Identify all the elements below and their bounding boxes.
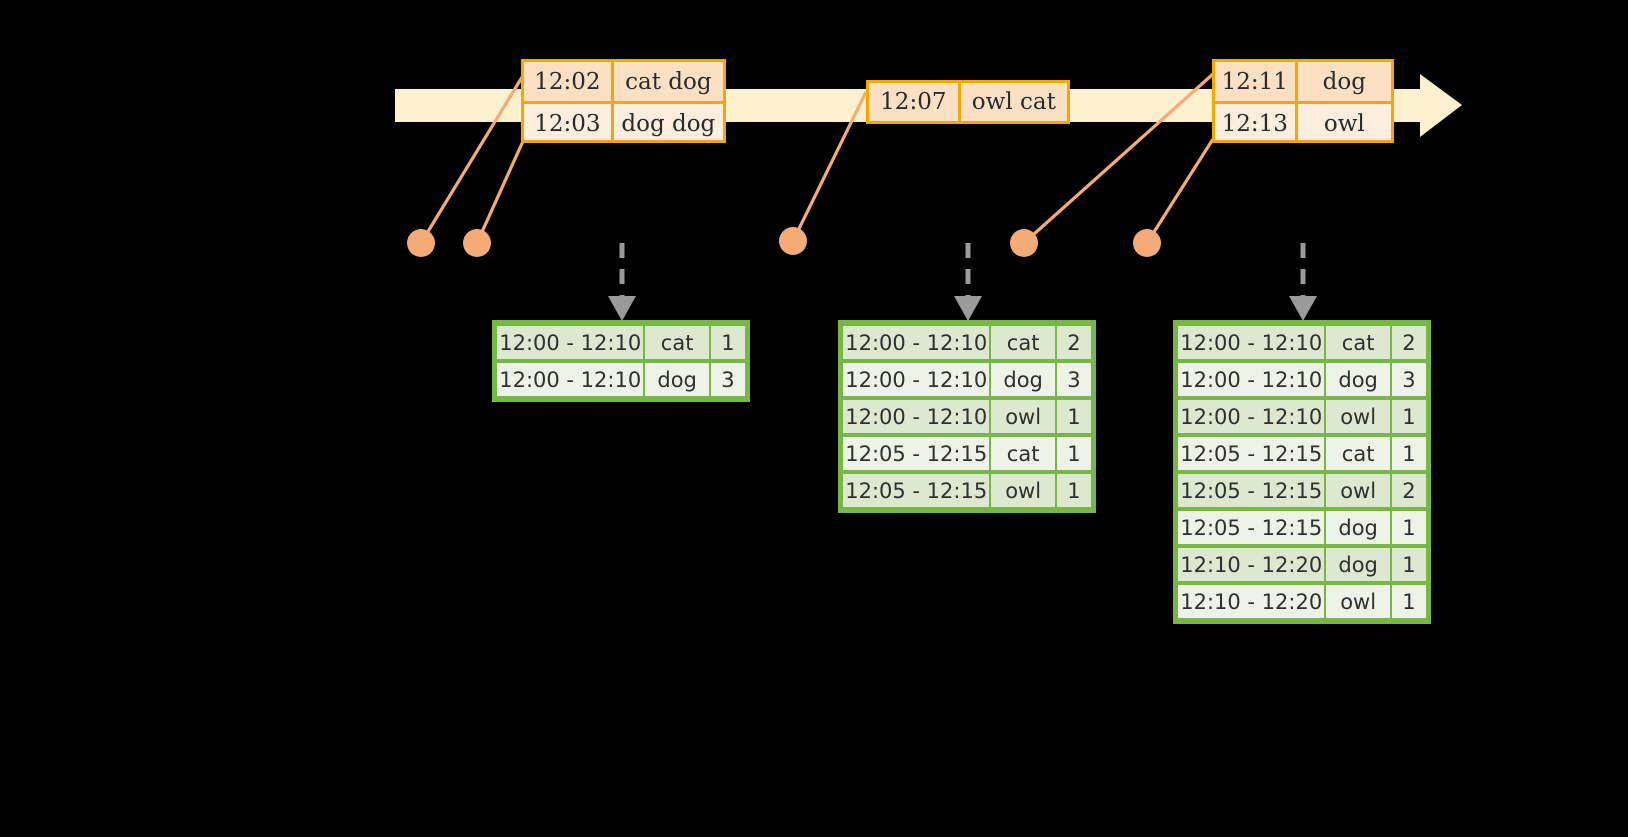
cell-count: 1 [1056, 474, 1091, 507]
cell-key: cat [1326, 437, 1390, 470]
event-marker-1 [407, 229, 435, 257]
cell-window-range: 12:05 - 12:15 [843, 474, 990, 507]
event-marker-2 [463, 229, 491, 257]
cell-window-range: 12:10 - 12:20 [1178, 585, 1325, 618]
event-box-1[interactable]: 12:02 cat dog 12:03 dog dog [521, 59, 726, 143]
cell-window-range: 12:00 - 12:10 [843, 400, 990, 433]
cell-count: 2 [1391, 474, 1426, 507]
cell-key: cat [991, 326, 1055, 359]
cell-window-range: 12:00 - 12:10 [497, 363, 644, 396]
event-marker-4 [1010, 229, 1038, 257]
cell-key: owl [1326, 474, 1390, 507]
event-marker-3 [779, 227, 807, 255]
event-row[interactable]: 12:13 owl [1215, 101, 1391, 143]
cell-window-range: 12:00 - 12:10 [843, 363, 990, 396]
cell-count: 1 [710, 326, 745, 359]
cell-key: owl [991, 400, 1055, 433]
event-value: dog [1297, 62, 1391, 101]
cell-window-range: 12:00 - 12:10 [843, 326, 990, 359]
event-time: 12:02 [524, 62, 614, 101]
cell-count: 1 [1056, 400, 1091, 433]
cell-key: owl [1326, 400, 1390, 433]
event-time: 12:13 [1215, 104, 1298, 143]
cell-key: owl [991, 474, 1055, 507]
cell-count: 3 [710, 363, 745, 396]
cell-count: 1 [1056, 437, 1091, 470]
cell-count: 3 [1056, 363, 1091, 396]
cell-window-range: 12:05 - 12:15 [1178, 474, 1325, 507]
cell-key: cat [645, 326, 709, 359]
cell-key: owl [1326, 585, 1390, 618]
dashed-arrow-heads [608, 296, 1317, 321]
cell-key: dog [645, 363, 709, 396]
cell-window-range: 12:00 - 12:10 [1178, 363, 1325, 396]
marker-dots [407, 227, 1161, 257]
event-value: owl [1323, 110, 1365, 137]
cell-count: 1 [1391, 585, 1426, 618]
event-row[interactable]: 12:11 dog [1215, 62, 1391, 101]
connector-line-5 [1145, 138, 1215, 244]
cell-window-range: 12:05 - 12:15 [1178, 437, 1325, 470]
dashed-arrowhead-3 [1289, 296, 1317, 321]
cell-key: dog [1326, 363, 1390, 396]
cell-key: dog [1326, 548, 1390, 581]
cell-window-range: 12:00 - 12:10 [497, 326, 644, 359]
event-time: 12:11 [1215, 62, 1298, 101]
cell-window-range: 12:10 - 12:20 [1178, 548, 1325, 581]
cell-key: cat [1326, 326, 1390, 359]
event-value: dog dog [621, 110, 716, 137]
cell-count: 3 [1391, 363, 1426, 396]
event-row[interactable]: 12:03 dog dog [524, 101, 723, 143]
cell-key: dog [1326, 511, 1390, 544]
cell-window-range: 12:00 - 12:10 [1178, 326, 1325, 359]
cell-count: 1 [1391, 400, 1426, 433]
timeline-arrowhead [1420, 74, 1462, 137]
event-time: 12:03 [524, 104, 614, 143]
cell-key: cat [991, 437, 1055, 470]
cell-count: 1 [1391, 437, 1426, 470]
dashed-arrowhead-1 [608, 296, 636, 321]
event-box-3[interactable]: 12:11 dog 12:13 owl [1212, 59, 1394, 143]
cell-window-range: 12:00 - 12:10 [1178, 400, 1325, 433]
event-marker-5 [1133, 229, 1161, 257]
event-time: 12:07 [869, 83, 961, 121]
cell-count: 2 [1391, 326, 1426, 359]
connector-line-2 [475, 138, 526, 244]
cell-key: dog [991, 363, 1055, 396]
cell-count: 2 [1056, 326, 1091, 359]
cell-count: 1 [1391, 548, 1426, 581]
event-box-2[interactable]: 12:07 owl cat [866, 80, 1070, 124]
cell-window-range: 12:05 - 12:15 [1178, 511, 1325, 544]
cell-window-range: 12:05 - 12:15 [843, 437, 990, 470]
event-value: owl cat [960, 83, 1067, 121]
dashed-arrowhead-2 [954, 296, 982, 321]
event-row[interactable]: 12:02 cat dog [524, 62, 723, 101]
event-row[interactable]: 12:07 owl cat [869, 83, 1067, 121]
event-value: cat dog [613, 62, 723, 101]
cell-count: 1 [1391, 511, 1426, 544]
